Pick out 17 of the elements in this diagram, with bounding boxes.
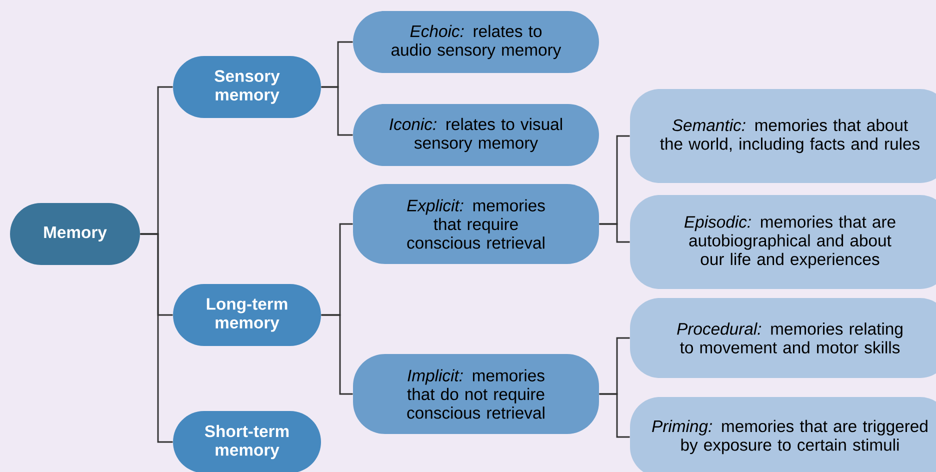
category-box: Sensory memory xyxy=(173,56,321,118)
category-box: Echoic: relates to audio sensory memory xyxy=(353,11,599,73)
category-box: Implicit: memories that do not require conscious retrieval xyxy=(353,354,599,434)
connector-line xyxy=(140,233,173,443)
connector-line xyxy=(599,393,630,438)
connector-line xyxy=(321,314,353,395)
category-box: Short-term memory xyxy=(173,411,321,472)
category-box: Long-term memory xyxy=(173,284,321,346)
connector-line xyxy=(599,223,630,243)
category-box: Iconic: relates to visual sensory memory xyxy=(353,104,599,166)
category-box: Explicit: memories that require conscious retrieval xyxy=(353,184,599,264)
connector-line xyxy=(321,86,353,136)
category-box: Semantic: memories that about the world, including facts and rules xyxy=(630,89,936,183)
category-box: Procedural: memories relating to movement and motor skills xyxy=(630,298,936,378)
category-box: Memory xyxy=(10,203,140,265)
category-box: Episodic: memories that are autobiographical and about our life and experiences xyxy=(630,195,936,289)
category-box: Priming: memories that are triggered by exposure to certain stimuli xyxy=(630,397,936,472)
